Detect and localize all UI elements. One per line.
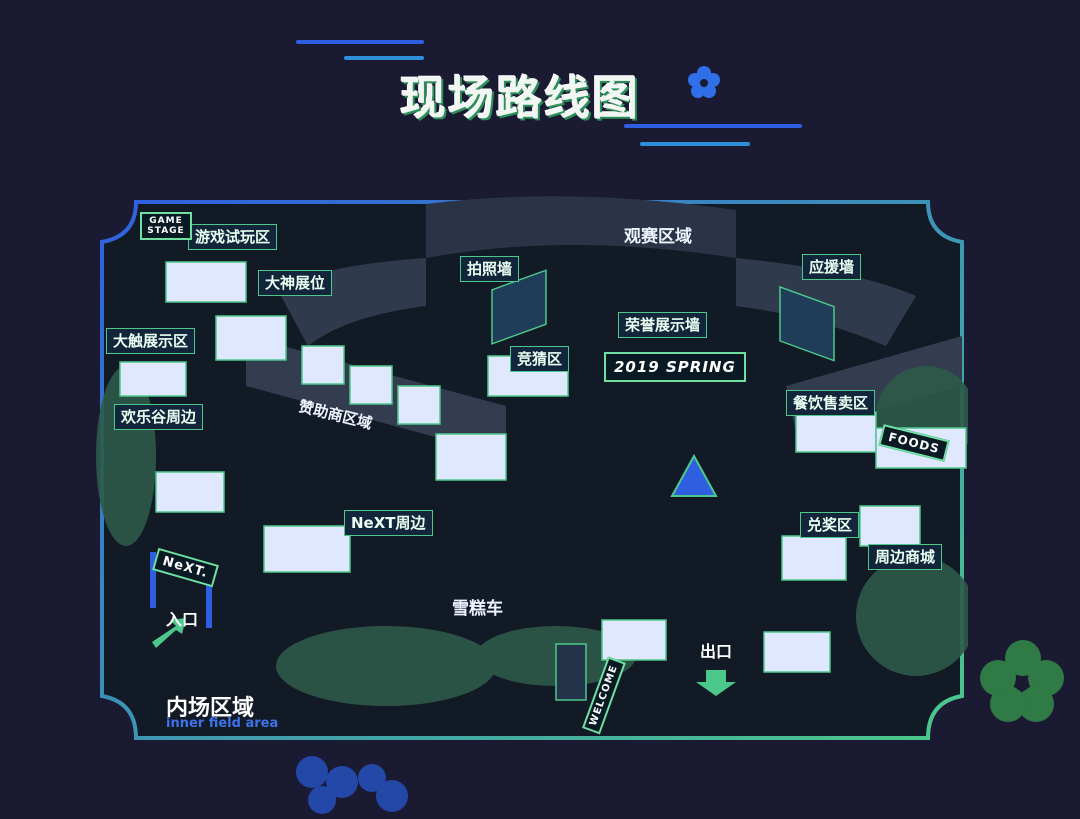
label-food-area: 餐饮售卖区 [786, 390, 876, 416]
label-guess-area: 竞猜区 [510, 346, 570, 372]
label-honor-wall: 荣誉展示墙 [618, 312, 708, 338]
label-photo-wall: 拍照墙 [460, 256, 520, 282]
label-entrance: 入口 [166, 610, 199, 629]
flower-icon [688, 66, 720, 98]
title-deco-line [640, 142, 750, 146]
sign-game-stage: GAME STAGE [140, 212, 192, 240]
title-deco-line [624, 124, 802, 128]
label-cheer-wall: 应援墙 [802, 254, 862, 280]
label-game-trial: 游戏试玩区 [188, 224, 278, 250]
label-prize-area: 兑奖区 [800, 512, 860, 538]
label-artist-area: 大触展示区 [106, 328, 196, 354]
venue-map [96, 196, 968, 744]
label-watch-area: 观赛区域 [624, 227, 692, 247]
title-deco-line [296, 40, 424, 44]
label-exit: 出口 [700, 642, 733, 661]
flower-icon [296, 756, 408, 814]
label-next-merch: NeXT周边 [344, 510, 433, 536]
label-master-booth: 大神展位 [258, 270, 333, 296]
flower-icon [980, 640, 1064, 722]
title-deco-line [344, 56, 424, 60]
label-inner-field-en: inner field area [166, 716, 279, 731]
label-merch-store: 周边商城 [868, 544, 943, 570]
page-title: 现场路线图 [400, 71, 640, 125]
label-inner-field: 内场区域 [166, 696, 255, 721]
label-ice-cream-truck: 雪糕车 [452, 599, 503, 619]
sign-2019-spring: 2019 SPRING [604, 352, 746, 382]
label-happy-valley: 欢乐谷周边 [114, 404, 204, 430]
